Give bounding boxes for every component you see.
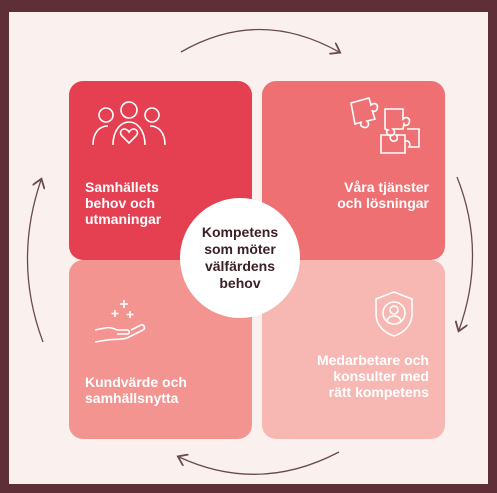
tile-label: Kundvärde och samhällsnytta — [85, 374, 187, 406]
tile-label: Våra tjänster och lösningar — [337, 179, 429, 211]
arrow-bottom — [179, 451, 340, 475]
arrow-top — [180, 28, 339, 53]
tile-medarbetare: Medarbetare och konsulter med rätt kompe… — [262, 260, 445, 439]
center-text: Kompetens som möter välfärdens behov — [201, 224, 279, 291]
puzzle-icon — [345, 95, 423, 162]
center-circle: Kompetens som möter välfärdens behov — [180, 198, 300, 318]
tile-vara-tjanster: Våra tjänster och lösningar — [262, 81, 445, 260]
tile-samhallets-behov: Samhällets behov och utmaningar — [69, 81, 252, 260]
tile-label: Medarbetare och konsulter med rätt kompe… — [316, 352, 429, 400]
arrow-left — [26, 180, 43, 343]
shield-person-icon — [372, 290, 416, 343]
people-heart-icon — [89, 97, 169, 162]
cycle-arrows — [26, 28, 474, 475]
diagram-canvas: Samhällets behov och utmaningar Våra tjä… — [9, 12, 488, 484]
arrow-right — [457, 176, 474, 330]
tile-label: Samhällets behov och utmaningar — [85, 179, 162, 227]
hand-sparkles-icon — [93, 298, 149, 351]
